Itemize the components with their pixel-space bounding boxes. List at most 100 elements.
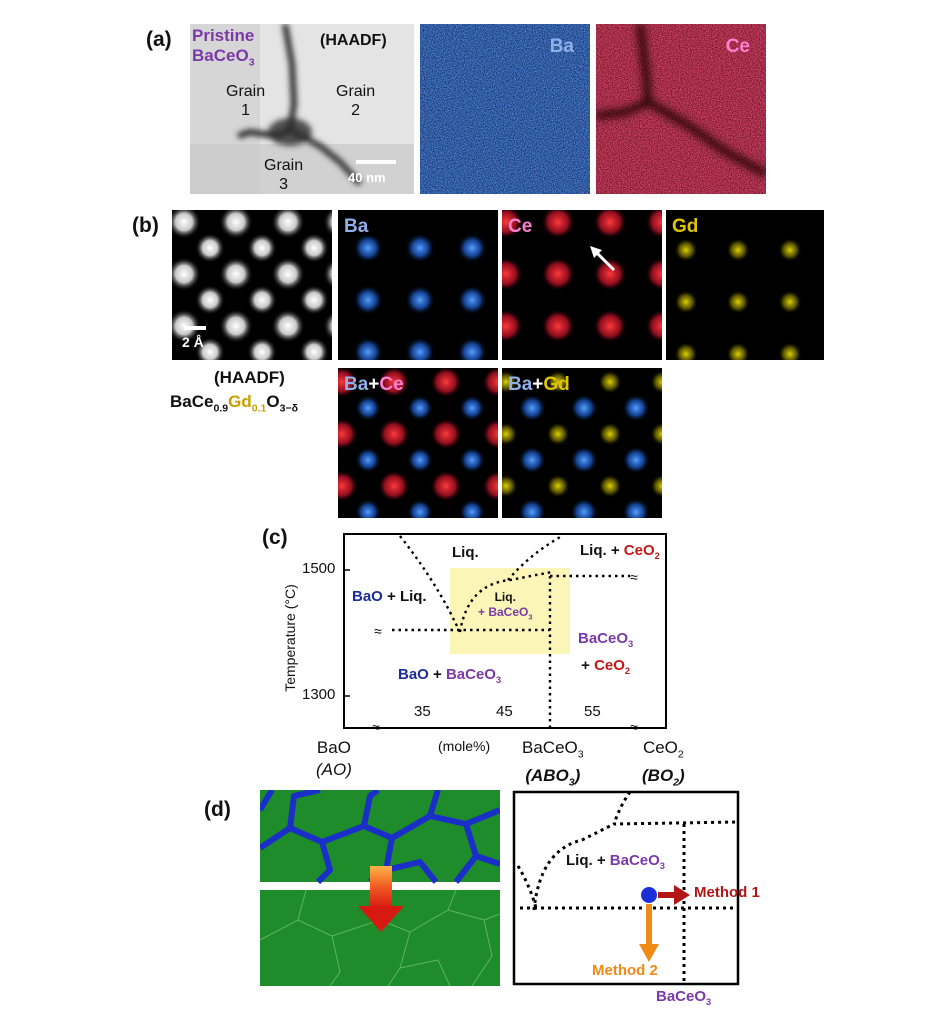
overlay-ba-gd: Ba+Gd [502,368,662,518]
scale-bar-2a-label: 2 Å [182,334,204,350]
ba-column [570,446,598,474]
gd-column [650,422,662,446]
gd-column [674,238,698,262]
region-liq-ceo2-liq: Liq. + [580,542,624,559]
region-baceo3b-text: BaCeO [445,666,496,683]
atom-column [247,285,277,315]
method-liquidus-mid [532,820,737,911]
component-abo3: (ABO3) [522,765,584,793]
gd-column [726,238,750,262]
component-ceo2-main: CeO [642,738,678,757]
ba-column [405,337,435,360]
region-bao-liq-liq: + Liq. [382,588,427,605]
phase-diagram: ≈ ≈ ≈ ≈ [343,533,667,734]
region-bao-baceo3: BaO + BaCeO3 [398,666,501,685]
ce-column [645,257,662,291]
overlay1-ba: Ba [344,374,369,395]
atom-column [271,309,305,343]
plot-frame [343,533,667,729]
tick-label-1500: 1500 [302,560,336,577]
axis-break-right: ≈ [630,569,638,585]
ba-column [459,447,485,473]
axis-break-left: ≈ [374,623,382,639]
ba-map-texture [420,24,590,194]
formula-o-sub: 3−δ [279,402,298,415]
panel-a-label: (a) [146,28,172,51]
ba-ce-overlay-label: Ba+Ce [344,374,404,396]
ba-column [355,395,381,421]
scale-bar-40nm [356,160,396,164]
ba-column [353,285,383,315]
region-baceo3-sub: 3 [628,639,634,649]
gd-column [650,474,662,498]
ba-column [459,395,485,421]
ce-column [502,257,523,291]
ba-column [405,233,435,263]
method1-arrow-icon [658,885,690,905]
grain-3-word: Grain [264,157,304,174]
gd-column [726,290,750,314]
haadf-label-a: (HAADF) [320,32,387,49]
ce-column [502,210,523,239]
tick-label-35: 35 [414,703,431,720]
region-liq-baceo3-liq: Liq. [494,590,516,604]
method-liquidus-right [612,791,632,825]
region-ceo2-text: CeO [594,657,625,674]
region-baceo3-ceo2: BaCeO3 + CeO2 [578,628,633,682]
liquidus-left [399,535,462,633]
pristine-formula-main: BaCeO [192,46,249,65]
ce-column [378,418,410,450]
ba-column [622,498,650,518]
atomic-ce-map [502,210,662,343]
haadf-label-b: (HAADF) [214,368,285,387]
gd-column [546,370,570,394]
component-ceo2: CeO2(BO2) [642,737,685,794]
ce-column [430,368,462,398]
atomic-gd-map [674,238,802,360]
method-region-baceo3: BaCeO [609,852,660,869]
overlay1-ce: Ce [379,374,404,395]
start-point-icon [641,887,657,903]
atom-column [247,337,277,360]
atom-column [219,309,253,343]
method-region-sub: 3 [659,861,665,871]
ce-map-label-a: Ce [725,36,750,57]
eds-map-ba-b: Ba [338,210,498,360]
ce-column [338,368,358,398]
atomic-ba-ce-overlay [338,368,498,518]
overlay2-gd: Gd [543,374,570,395]
liquidus-right [507,534,563,581]
component-abo3-sub: 3 [568,776,575,789]
ba-column [518,394,546,422]
panel-d-label: (d) [204,798,231,821]
x-unit-label: (mole%) [438,738,491,754]
ce-column [482,368,498,398]
ba-column [459,499,485,518]
ce-column [338,418,358,450]
region-baceo3-text: BaCeO [578,630,629,647]
atom-column [323,210,332,237]
overlay2-ba: Ba [508,374,533,395]
sintering-arrow-icon [358,866,404,932]
haadf-micrograph [190,24,414,194]
gd-column [674,290,698,314]
axis-break-bottom-right: ≈ [630,719,638,734]
component-ao: (AO) [316,760,352,779]
region-plus: + [581,657,595,674]
formula-gd: Gd [228,392,252,411]
ba-column [622,446,650,474]
eds-map-ba-a: Ba [420,24,590,194]
atom-column [195,233,225,263]
ba-column [518,446,546,474]
ba-column [405,285,435,315]
panel-c-label: (c) [262,526,288,549]
region-baceo3-ceo2-line2: + CeO2 [578,655,633,682]
gd-column [598,474,622,498]
atom-column [299,233,329,263]
gd-doped-formula: BaCe0.9Gd0.1O3−δ [170,392,298,414]
ba-column [570,498,598,518]
formula-ce-sub: 0.9 [213,402,229,415]
region-ceo2-sub: 2 [624,666,631,676]
ba-column [407,499,433,518]
